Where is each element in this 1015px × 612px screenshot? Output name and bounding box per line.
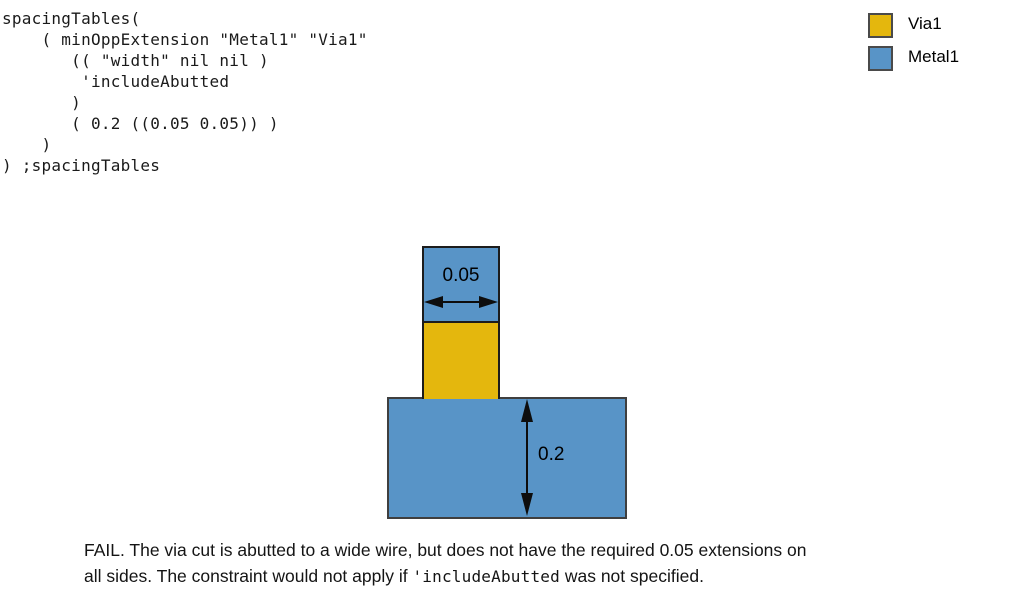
vertical-dimension-arrow-icon (521, 399, 533, 516)
width-dimension-label: 0.05 (442, 265, 480, 286)
include-abutted-token: 'includeAbutted (412, 567, 560, 586)
via-column: 0.05 (422, 246, 500, 399)
code-listing: spacingTables( ( minOppExtension "Metal1… (2, 9, 368, 175)
height-dimension-label: 0.2 (538, 444, 565, 465)
metal1-swatch (868, 46, 893, 71)
metal1-column-segment: 0.05 (424, 248, 498, 323)
legend-label-metal1: Metal1 (908, 47, 960, 66)
caption-line-1: FAIL. The via cut is abutted to a wide w… (84, 540, 807, 560)
via1-swatch (868, 13, 893, 38)
metal1-wide-wire (387, 397, 627, 519)
horizontal-dimension-arrow-icon (424, 296, 498, 308)
caption-line-2: all sides. The constraint would not appl… (84, 566, 704, 586)
legend-label-via1: Via1 (908, 14, 942, 33)
via1-cut (424, 323, 498, 399)
figure-caption: FAIL. The via cut is abutted to a wide w… (84, 537, 984, 590)
